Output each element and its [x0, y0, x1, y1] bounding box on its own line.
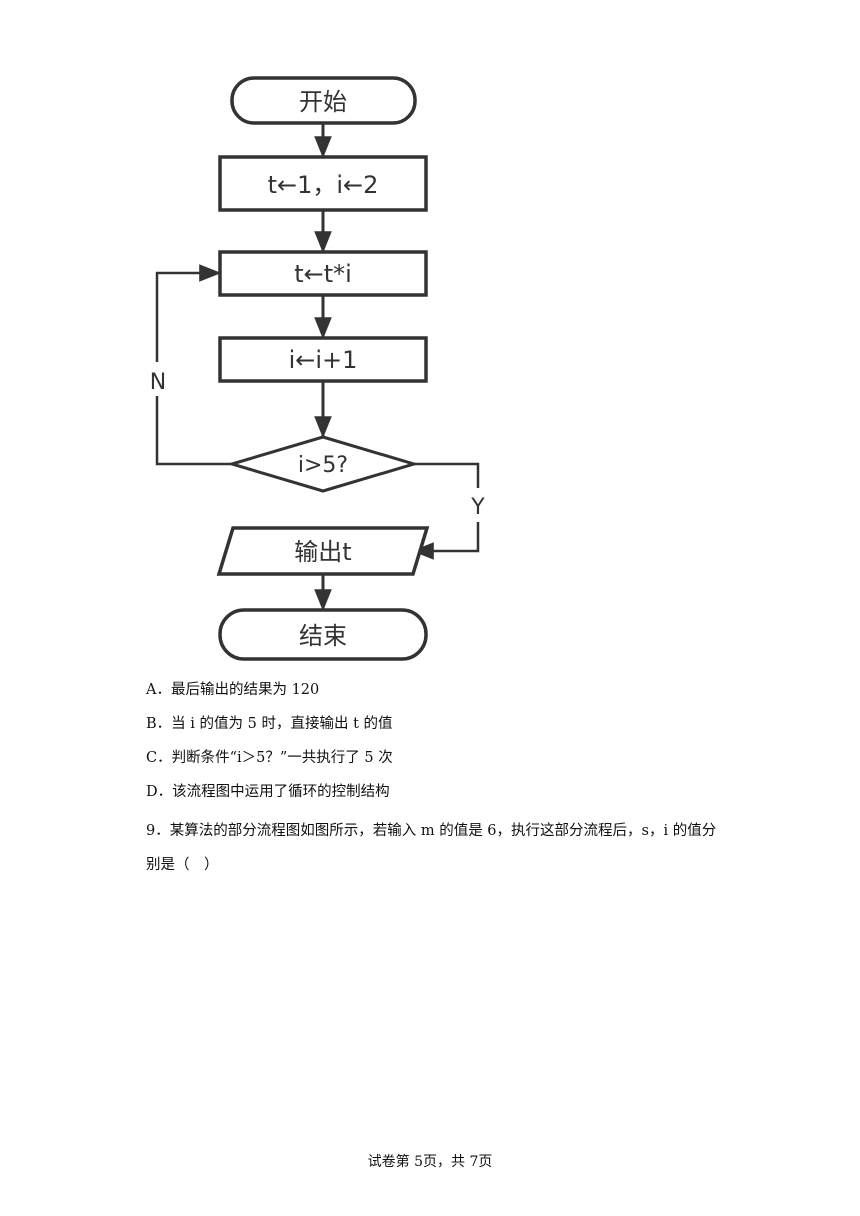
end-label: 结束	[299, 622, 347, 650]
increment-label: i←i+1	[289, 346, 358, 374]
multiply-label: t←t*i	[294, 260, 352, 288]
init-label: t←1，i←2	[268, 171, 379, 199]
multiply-process: t←t*i	[218, 250, 428, 297]
option-a: A．最后输出的结果为 120	[146, 682, 320, 698]
output-label: 输出t	[294, 538, 351, 566]
page-footer: 试卷第 5页，共 7页	[367, 1154, 493, 1170]
start-label: 开始	[299, 88, 347, 116]
init-process: t←1，i←2	[218, 155, 428, 212]
yes-label-bg	[466, 488, 490, 522]
yes-label: Y	[470, 495, 485, 520]
option-c: C．判断条件“i＞5？”一共执行了 5 次	[146, 750, 393, 766]
no-label-bg	[146, 362, 170, 396]
question-9: 9．某算法的部分流程图如图所示，若输入 m 的值是 6，执行这部分流程后，s，i…	[146, 823, 717, 873]
no-label: N	[150, 370, 166, 395]
output-io: 输出t	[216, 526, 430, 576]
condition-label: i>5?	[298, 453, 348, 478]
start-node: 开始	[230, 76, 417, 125]
flowchart: 开始 t←1，i←2 t←t*i i←i+1 i>5? N Y 输出t	[146, 76, 490, 661]
option-b: B．当 i 的值为 5 时，直接输出 t 的值	[146, 716, 393, 732]
answer-options: A．最后输出的结果为 120 B．当 i 的值为 5 时，直接输出 t 的值 C…	[146, 678, 766, 814]
increment-process: i←i+1	[218, 336, 428, 383]
option-d: D．该流程图中运用了循环的控制结构	[146, 784, 390, 800]
end-node: 结束	[218, 608, 428, 661]
condition-decision: i>5?	[226, 435, 420, 493]
